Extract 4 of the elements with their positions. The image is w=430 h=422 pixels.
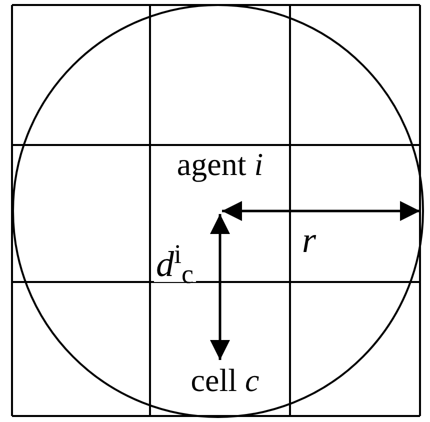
- radius-label: r: [302, 222, 316, 258]
- text-label: cell c: [165, 364, 285, 414]
- arrow: [210, 214, 230, 360]
- text-label: agent i: [150, 148, 290, 212]
